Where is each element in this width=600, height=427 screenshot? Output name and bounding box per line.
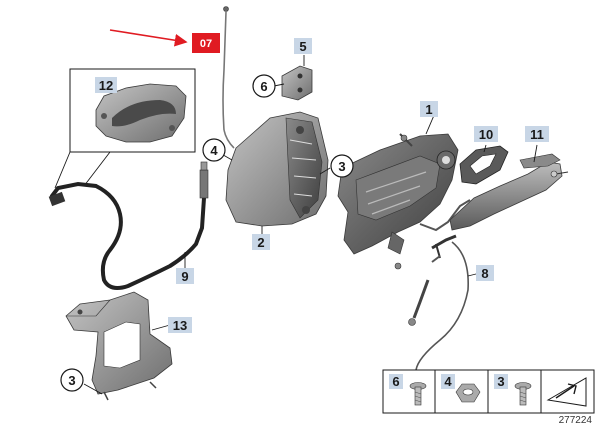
legend-label-6: 6	[392, 374, 399, 389]
fastener-legend: 6 4 3	[382, 369, 595, 414]
part-labels: 1 2 3 3 4 5 6 8 9 10 11 13	[60, 38, 549, 392]
bracket-part-5	[281, 55, 313, 101]
red-callout-label: 07	[200, 38, 212, 50]
outer-handle-part-11	[449, 153, 569, 231]
red-callout-box	[192, 33, 220, 53]
part-label-1: 1	[425, 102, 432, 117]
legend-label-3: 3	[497, 374, 504, 389]
part-label-13: 13	[173, 318, 187, 333]
part-label-10: 10	[479, 127, 493, 142]
part-label-3-bottom: 3	[68, 373, 75, 388]
bracket-part-13	[65, 291, 173, 401]
part-label-9: 9	[181, 269, 188, 284]
arrow-icon	[546, 377, 587, 407]
inner-handle-part-12	[95, 83, 187, 143]
red-callout: 07	[109, 29, 220, 53]
part-label-8: 8	[481, 266, 488, 281]
top-cable	[222, 6, 235, 149]
inner-cable	[48, 161, 209, 290]
lock-cover-part-2	[225, 111, 329, 227]
outer-cable-part-8	[408, 234, 469, 371]
part-label-12: 12	[99, 78, 113, 93]
nut-4-icon	[455, 383, 481, 403]
gasket-part-10	[459, 145, 509, 185]
detail-box-12: 12	[54, 68, 196, 189]
part-label-6: 6	[260, 79, 267, 94]
screw-6-icon	[409, 382, 427, 406]
reference-number: 277224	[559, 415, 593, 426]
part-label-4: 4	[210, 143, 218, 158]
label-badge-12	[95, 77, 117, 93]
part-label-11: 11	[530, 127, 544, 142]
lock-mechanism-part-1	[337, 133, 471, 270]
screw-3-icon	[514, 382, 532, 406]
part-label-5: 5	[299, 39, 306, 54]
part-label-3-top: 3	[338, 159, 345, 174]
legend-label-4: 4	[444, 374, 452, 389]
part-label-2: 2	[257, 235, 264, 250]
